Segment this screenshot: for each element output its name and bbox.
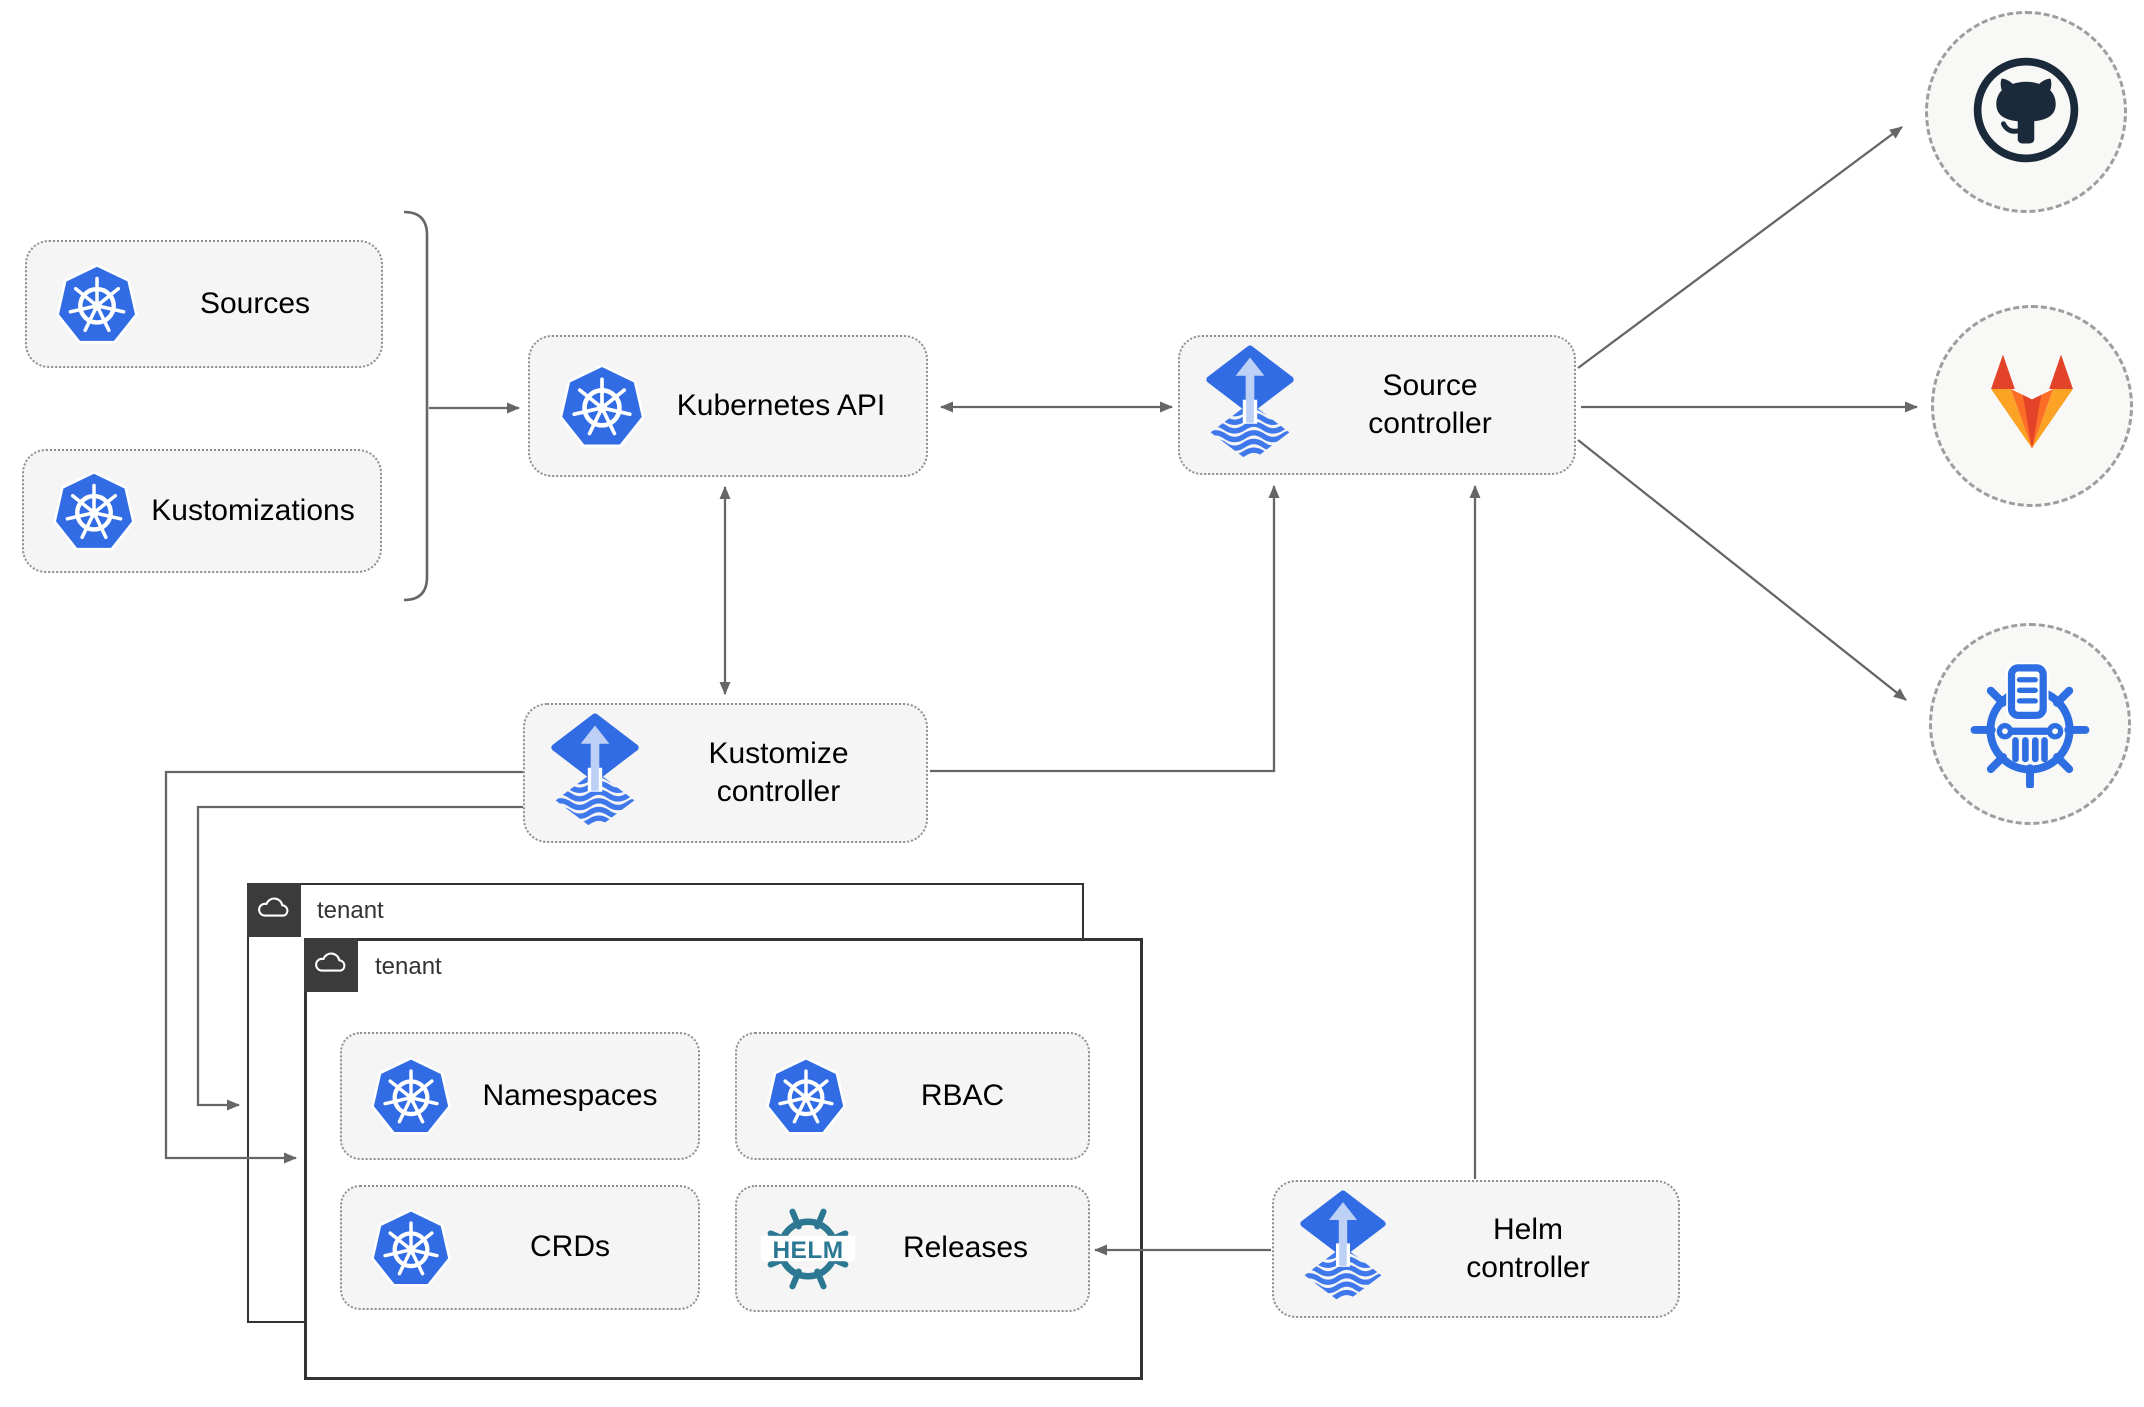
flux-icon	[1296, 1190, 1390, 1308]
cloud-icon	[312, 948, 350, 982]
namespaces-label: Namespaces	[482, 1078, 658, 1112]
rbac-node: RBAC	[735, 1032, 1090, 1160]
helm-controller-label: Helm controller	[1466, 1212, 1590, 1284]
edge-source-controller-to-helm-repository	[1577, 439, 1907, 701]
releases-label: Releases	[902, 1231, 1029, 1265]
gitlab-icon	[1966, 348, 2098, 464]
kubernetes-icon	[556, 360, 648, 452]
sources-node: Sources	[25, 240, 383, 368]
tenant-outer-label: tenant	[317, 897, 384, 924]
crds-label: CRDs	[530, 1230, 610, 1264]
tenant-header	[247, 883, 301, 937]
edge-kustomize-controller-to-source-controller	[930, 485, 1280, 773]
chartmuseum-icon	[1964, 656, 2096, 793]
kubernetes-icon	[53, 260, 141, 348]
gitlab-node	[1931, 305, 2133, 507]
rbac-label: RBAC	[920, 1078, 1005, 1112]
source-controller-node: Source controller	[1178, 335, 1576, 475]
tenant-inner-label: tenant	[375, 953, 442, 980]
crds-node: CRDs	[340, 1185, 700, 1310]
kustomizations-label: Kustomizations	[151, 493, 355, 527]
helm-wordmark: HELM	[772, 1236, 843, 1263]
kubernetes-icon	[368, 1053, 454, 1139]
kubernetes-icon	[50, 467, 138, 555]
kustomize-controller-label: Kustomize controller	[708, 736, 849, 808]
sources-label: Sources	[199, 286, 311, 320]
grouping-bracket	[403, 210, 429, 602]
kubernetes-icon	[368, 1205, 454, 1291]
kubernetes-icon	[763, 1053, 849, 1139]
kustomizations-node: Kustomizations	[22, 449, 382, 573]
github-node	[1925, 11, 2127, 213]
flux-icon	[1202, 345, 1298, 466]
helm-icon: HELM	[761, 1202, 855, 1296]
helm-controller-node: Helm controller	[1272, 1180, 1680, 1318]
kustomize-controller-node: Kustomize controller	[523, 703, 928, 843]
flux-icon	[547, 713, 643, 834]
github-icon	[1971, 55, 2081, 170]
namespaces-node: Namespaces	[340, 1032, 700, 1160]
helm-repository-node	[1929, 623, 2131, 825]
source-controller-label: Source controller	[1368, 368, 1492, 440]
cloud-icon	[255, 893, 293, 927]
kubernetes-api-label: Kubernetes API	[676, 388, 886, 422]
releases-node: HELM Releases	[735, 1185, 1090, 1312]
kubernetes-api-node: Kubernetes API	[528, 335, 928, 477]
edge-source-controller-to-github	[1577, 126, 1903, 369]
tenant-header	[304, 938, 358, 992]
